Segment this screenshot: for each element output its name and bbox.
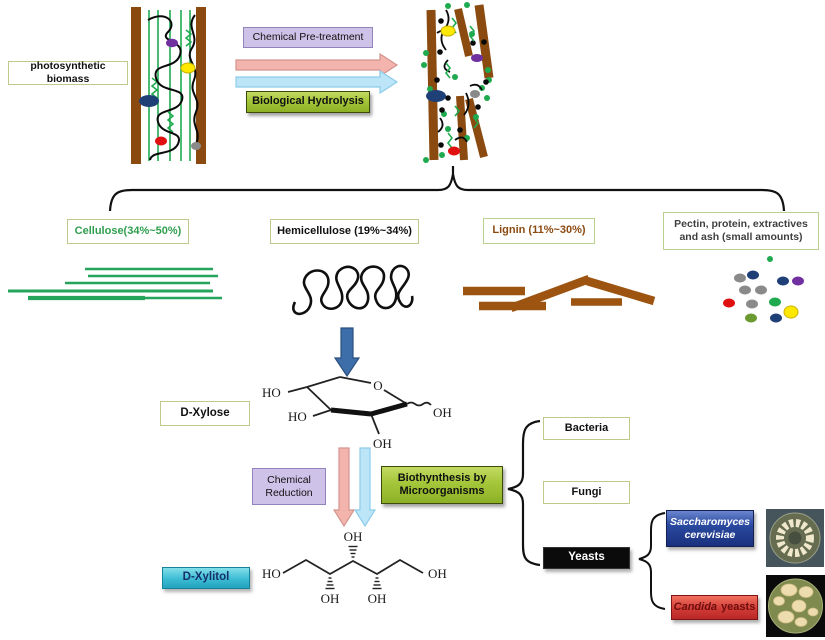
hemicellulose-text: Hemicellulose (19%~34%)	[277, 224, 412, 237]
fungi-text: Fungi	[571, 485, 602, 498]
cellulose-text: Cellulose(34%~50%)	[74, 224, 182, 237]
ho-label: HO	[288, 409, 307, 424]
oh-label: OH	[428, 566, 447, 581]
d-xylose-label: D-Xylose	[160, 401, 250, 426]
fungi-label: Fungi	[543, 481, 630, 504]
chemical-reduction-text-line2: Reduction	[265, 486, 313, 499]
candida-plate-image	[766, 575, 825, 637]
pectin-text-line2: and ash (small amounts)	[679, 231, 803, 243]
biological-hydrolysis-arrow	[235, 69, 399, 95]
candida-name-text: Candida	[673, 600, 718, 613]
gray-particle	[191, 142, 201, 150]
lignin-text: Lignin (11%~30%)	[492, 224, 586, 237]
biosynthesis-text-line2: Microorganisms	[399, 485, 485, 497]
oh-label: OH	[344, 529, 363, 544]
yeasts-text: Yeasts	[568, 551, 605, 564]
d-xylose-text: D-Xylose	[180, 406, 230, 419]
saccharomyces-label: Saccharomyces cerevisiae	[666, 510, 754, 547]
lignin-label: Lignin (11%~30%)	[483, 218, 595, 244]
treated-biomass-illustration	[421, 2, 494, 163]
chemical-reduction-down-arrow	[332, 447, 356, 528]
hydrolysis-down-arrow	[333, 327, 361, 378]
purple-particle	[471, 54, 483, 62]
lignin-bars-drawing	[463, 275, 656, 312]
photosynthetic-biomass-text: photosynthetic biomass	[30, 60, 106, 85]
chemical-pretreatment-arrow	[235, 52, 399, 78]
hashed-bonds	[325, 545, 382, 590]
navy-particle	[426, 90, 446, 102]
chemical-pretreatment-label: Chemical Pre-treatment	[243, 27, 373, 48]
candida-label: Candida yeasts	[671, 595, 758, 620]
gray-particle	[470, 90, 480, 98]
chemical-pretreatment-text: Chemical Pre-treatment	[252, 31, 364, 44]
cellulose-label: Cellulose(34%~50%)	[67, 219, 189, 244]
xylitol-molecule-drawing: HO OH OH OH OH	[262, 529, 447, 606]
d-xylitol-text: D-Xylitol	[182, 571, 230, 584]
biological-hydrolysis-text: Biological Hydrolysis	[252, 95, 364, 108]
biosynthesis-down-arrow	[353, 447, 377, 528]
pectin-text-line1: Pectin, protein, extractives	[674, 218, 808, 231]
navy-particle	[139, 95, 159, 107]
pectin-label: Pectin, protein, extractives and ash (sm…	[663, 212, 819, 250]
oh-label: OH	[321, 591, 340, 606]
yeasts-label: Yeasts	[543, 547, 630, 569]
yeast-species-brace	[638, 512, 666, 610]
hemicellulose-scribble	[147, 14, 199, 161]
pectin-protein-dots-drawing	[723, 256, 804, 323]
broken-wall-bars	[426, 4, 494, 161]
saccharomyces-plate-image	[766, 509, 824, 567]
cellulose-fibers-drawing	[8, 267, 222, 301]
oh-label: OH	[373, 436, 392, 451]
ho-label: HO	[262, 566, 281, 581]
red-particle	[448, 146, 460, 156]
biosynthesis-label: Biothynthesis by Microorganisms	[381, 466, 503, 504]
o-label: O	[373, 378, 382, 393]
oh-label: OH	[368, 591, 387, 606]
intact-biomass-illustration	[131, 7, 206, 164]
cell-wall-bar-left	[131, 7, 141, 164]
chemical-reduction-label: Chemical Reduction	[252, 468, 326, 505]
distribution-brace	[108, 166, 786, 212]
saccharomyces-text-line1: Saccharomyces	[670, 515, 750, 528]
saccharomyces-text-line2: cerevisiae	[684, 528, 736, 541]
biological-hydrolysis-label: Biological Hydrolysis	[246, 91, 370, 113]
red-particle	[155, 136, 167, 146]
purple-particle	[166, 38, 178, 48]
xylose-molecule-drawing: HO O HO OH OH	[262, 376, 452, 451]
d-xylitol-label: D-Xylitol	[162, 567, 250, 589]
cell-wall-bar-right	[196, 7, 206, 164]
microorganisms-brace	[507, 419, 541, 567]
yellow-particle	[440, 25, 456, 37]
chemical-reduction-text-line1: Chemical	[267, 473, 311, 486]
candida-suffix-text: yeasts	[721, 600, 756, 613]
photosynthetic-biomass-label: photosynthetic biomass	[8, 60, 128, 85]
bacteria-text: Bacteria	[564, 421, 609, 434]
hemicellulose-label: Hemicellulose (19%~34%)	[270, 219, 419, 244]
oh-label: OH	[433, 405, 452, 420]
bacteria-label: Bacteria	[543, 417, 630, 440]
ho-label: HO	[262, 385, 281, 400]
yellow-particle	[180, 62, 196, 74]
fragment-squiggles	[436, 9, 483, 143]
biosynthesis-text-line1: Biothynthesis by	[397, 471, 487, 484]
hemicellulose-polymer-drawing	[292, 264, 414, 316]
released-black-dots	[434, 18, 489, 148]
cellulose-strands	[148, 10, 193, 161]
